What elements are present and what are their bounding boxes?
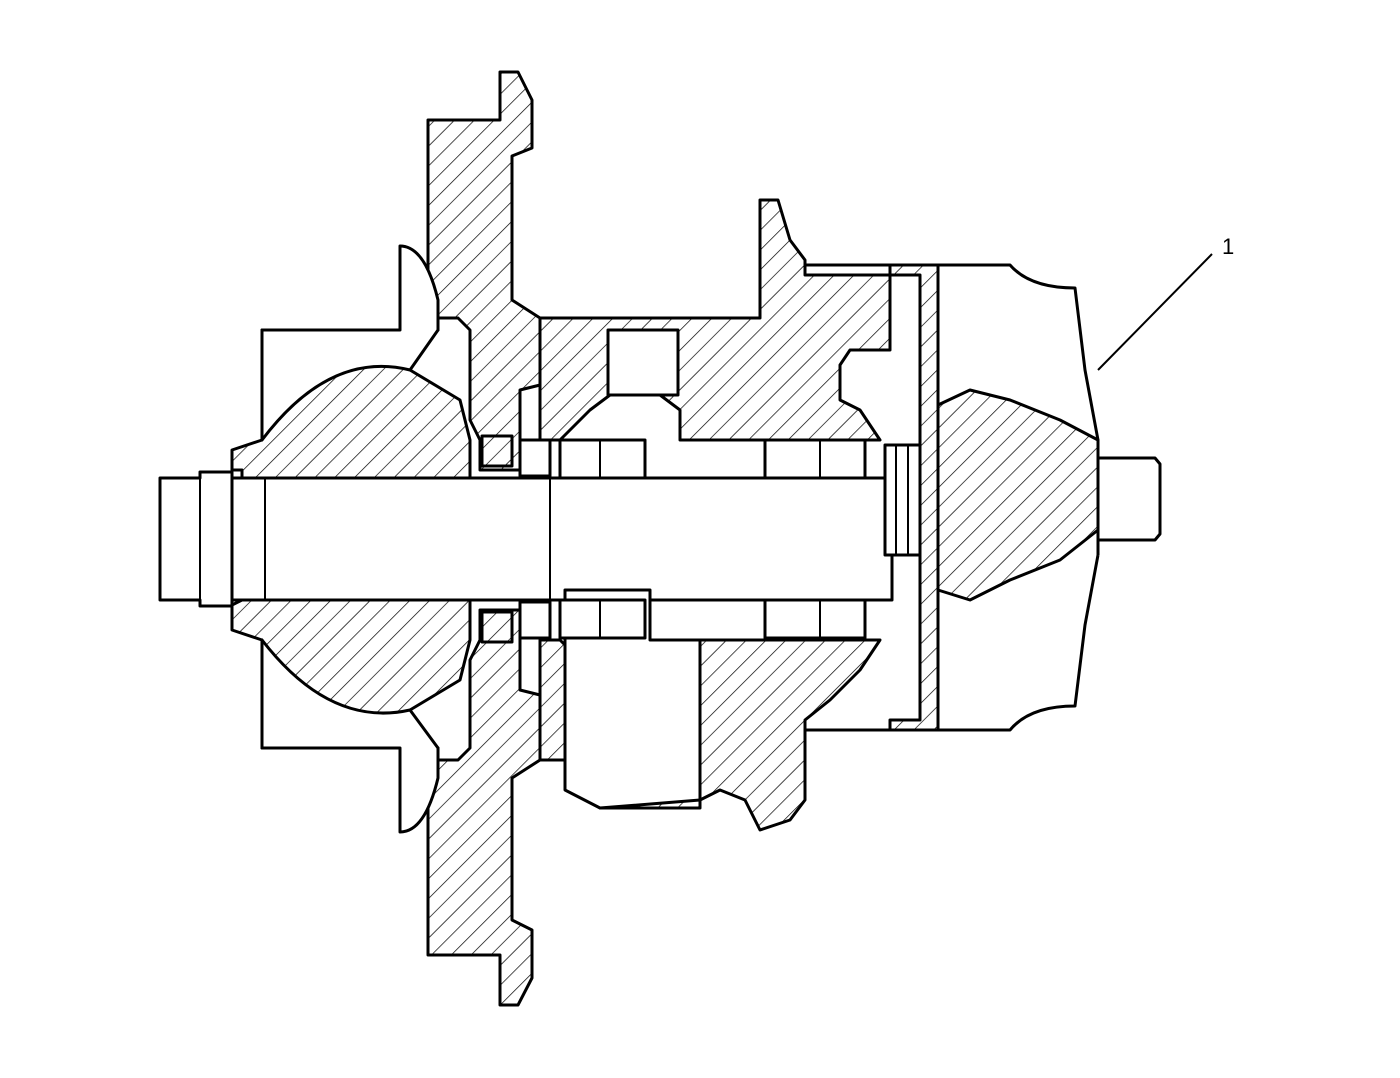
- seal-ring-lower: [480, 610, 514, 644]
- turbine-wheel-blades: [938, 263, 1100, 732]
- journal-bearing-compressor-side-lower: [558, 598, 647, 640]
- turbine-side-housing-wall: [803, 263, 890, 732]
- callout-leader: [1097, 253, 1213, 371]
- turbine-nut: [1096, 456, 1162, 542]
- oil-inlet-passage: [606, 328, 680, 397]
- compressor-blade-upper: [260, 244, 440, 442]
- turbine-wheel-hub: [936, 388, 1100, 602]
- callout-label: 1: [1222, 234, 1234, 259]
- bearing-housing-upper: [538, 198, 892, 442]
- journal-bearing-compressor-side: [558, 438, 647, 480]
- journal-bearing-turbine-side-lower: [763, 598, 867, 640]
- compressor-backplate: [426, 70, 542, 472]
- thrust-bearing-lower: [518, 600, 552, 640]
- compressor-nut: [158, 470, 234, 608]
- compressor-backplate-lower: [426, 608, 542, 1007]
- shaft: [230, 476, 894, 602]
- journal-bearing-turbine-side: [763, 438, 867, 480]
- oil-drain-passage: [563, 588, 702, 810]
- turbine-seal-rings: [883, 443, 922, 557]
- seal-ring: [480, 434, 514, 468]
- thrust-bearing: [518, 438, 552, 478]
- compressor-blade-lower: [260, 638, 440, 834]
